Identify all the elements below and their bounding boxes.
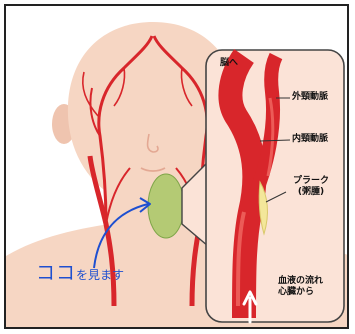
label-blood-flow-line2: 心臓から [278,287,323,298]
diagram-frame: 脳へ 外頸動脈 内頸動脈 プラーク (粥腫) 血液の流れ 心臓から ココを見ます [4,4,349,329]
callout-small: を見ます [76,268,124,282]
carotid-highlight [148,174,184,238]
label-blood-flow-line1: 血液の流れ [278,276,323,287]
label-plaque: プラーク (粥腫) [286,176,336,198]
callout-text: ココを見ます [36,262,124,286]
label-blood-flow: 血液の流れ 心臓から [278,276,323,298]
label-plaque-line1: プラーク [286,176,336,187]
label-internal-carotid: 内頸動脈 [292,134,328,145]
label-to-brain: 脳へ [220,58,238,69]
label-external-carotid: 外頸動脈 [292,92,328,103]
label-plaque-line2: (粥腫) [286,187,336,198]
callout-big: ココ [36,262,76,284]
